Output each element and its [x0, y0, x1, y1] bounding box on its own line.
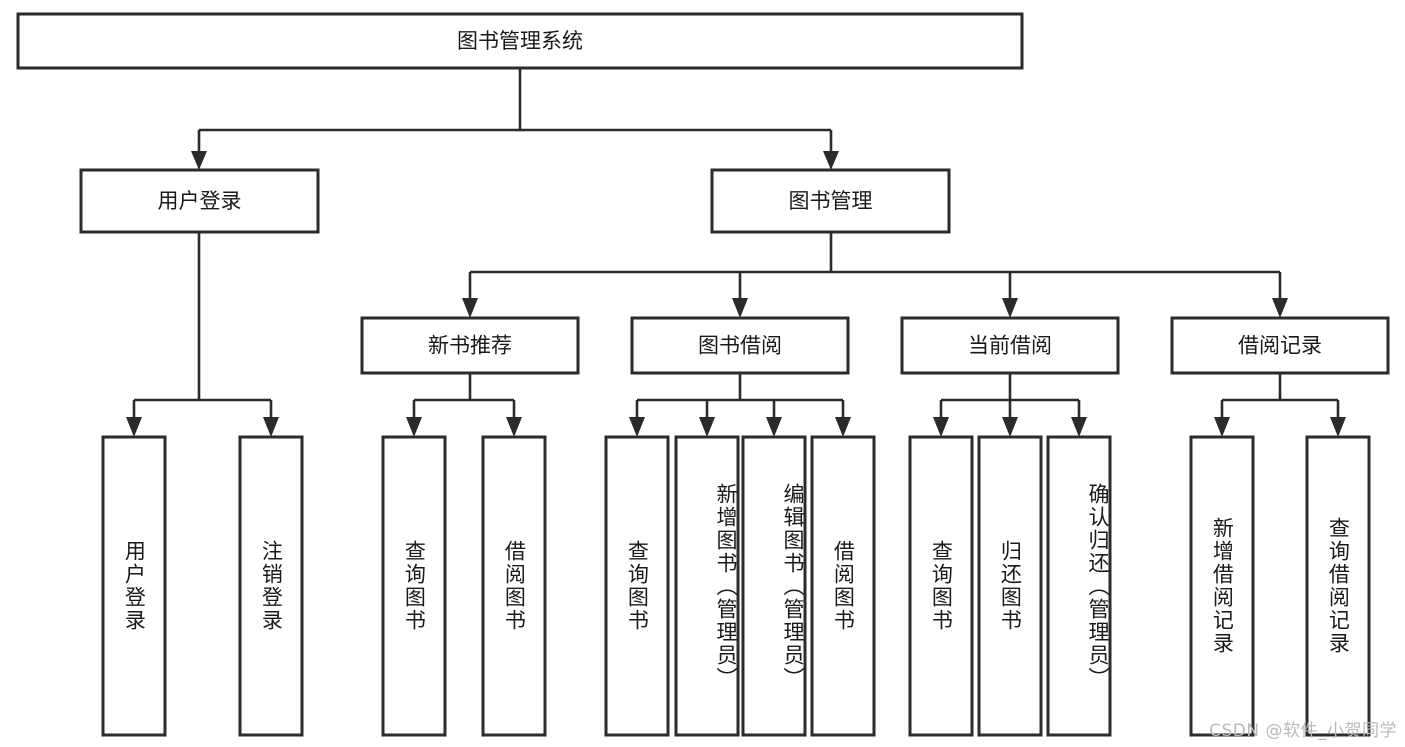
node-borrow-records-label: 借阅记录	[1238, 334, 1322, 358]
node-book-borrow[interactable]: 图书借阅	[630, 316, 850, 375]
node-leaf-confirm-return-admin[interactable]	[1046, 435, 1112, 737]
connectors-userlogin-to-leaves	[126, 232, 279, 437]
node-leaf-edit-book-admin[interactable]	[741, 435, 807, 737]
node-leaf-query-borrow-record[interactable]	[1305, 435, 1371, 737]
csdn-watermark: CSDN @软件_小贺同学	[1209, 721, 1397, 741]
node-leaf-query-book-borrow[interactable]	[604, 435, 670, 737]
connectors-borrowrecords-to-leaves	[1214, 373, 1346, 437]
node-new-book-recommend-label: 新书推荐	[428, 334, 512, 358]
node-leaf-borrow-book-recommend[interactable]	[481, 435, 547, 737]
node-leaf-borrow-book[interactable]	[810, 435, 876, 737]
node-root-system[interactable]: 图书管理系统	[16, 12, 1024, 70]
connectors-root-to-level2	[191, 68, 839, 170]
node-current-borrow-label: 当前借阅	[968, 334, 1052, 358]
node-leaf-user-login[interactable]	[101, 435, 167, 737]
node-book-borrow-label: 图书借阅	[698, 334, 782, 358]
node-book-management[interactable]: 图书管理	[710, 168, 951, 234]
connectors-newbook-to-leaves	[406, 373, 522, 437]
node-leaf-add-book-admin[interactable]	[674, 435, 740, 737]
connectors-bookmgmt-to-level3	[462, 232, 1288, 318]
node-book-management-label: 图书管理	[789, 189, 873, 213]
node-leaf-query-book-recommend[interactable]	[381, 435, 447, 737]
node-leaf-add-borrow-record[interactable]	[1189, 435, 1255, 737]
node-root-system-label: 图书管理系统	[457, 29, 583, 53]
node-leaf-return-book[interactable]	[977, 435, 1043, 737]
node-user-login[interactable]: 用户登录	[79, 168, 320, 234]
node-leaf-logout-login[interactable]	[238, 435, 304, 737]
node-borrow-records[interactable]: 借阅记录	[1170, 316, 1390, 375]
node-leaf-query-book-current[interactable]	[908, 435, 974, 737]
node-new-book-recommend[interactable]: 新书推荐	[360, 316, 580, 375]
connectors-currentborrow-to-leaves	[933, 373, 1087, 437]
connectors-bookborrow-to-leaves	[629, 373, 851, 437]
node-current-borrow[interactable]: 当前借阅	[900, 316, 1120, 375]
node-user-login-label: 用户登录	[158, 189, 242, 213]
